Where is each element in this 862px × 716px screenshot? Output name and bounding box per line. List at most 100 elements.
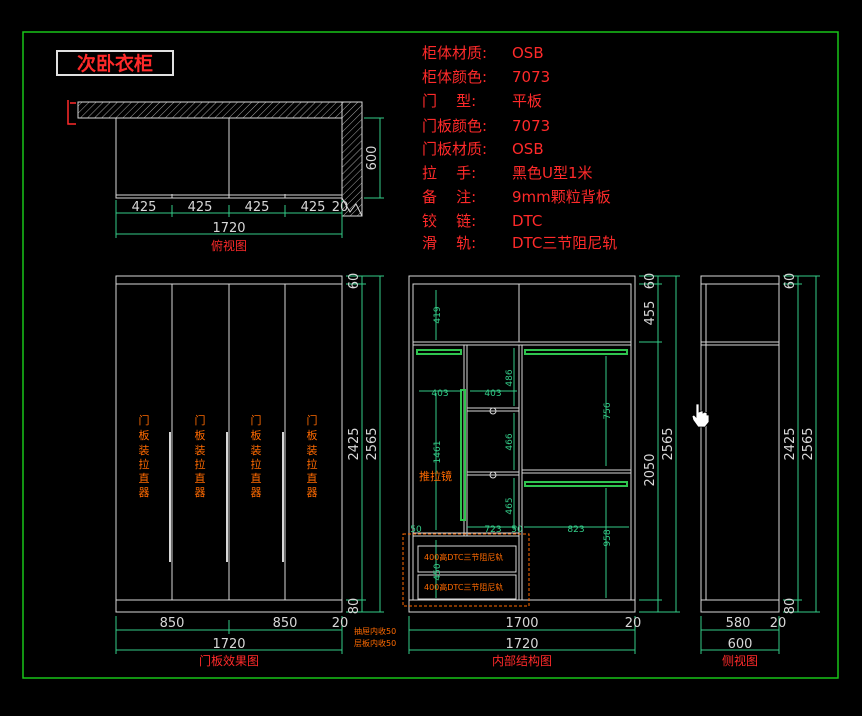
door-char: 拉 (251, 457, 262, 471)
spec-label: 门 型: (422, 92, 476, 110)
door-char: 直 (307, 471, 318, 485)
hand-cursor-icon (691, 403, 710, 428)
door-char: 门 (251, 413, 262, 427)
door-char: 拉 (139, 457, 150, 471)
door-char: 器 (251, 486, 262, 499)
spec-label: 铰 链: (422, 212, 476, 230)
dim-label: 2565 (801, 427, 816, 460)
door-view-dim-text: 850 850 20 1720 60 2425 2565 80 门板效果图 (160, 273, 380, 668)
door-char: 器 (139, 486, 150, 499)
top-view (67, 100, 363, 217)
view-caption: 俯视图 (211, 238, 247, 253)
dim-label: 2565 (661, 427, 676, 460)
dim-label: 20 (770, 616, 787, 631)
interior-view (408, 275, 636, 613)
drawer-rail-label: 400高DTC三节阻尼轨 (424, 582, 503, 592)
dim-label: 958 (603, 529, 613, 546)
top-view-dim-text: 425 425 425 425 20 1720 600 俯视图 (132, 146, 380, 253)
spec-label: 门板颜色: (422, 117, 487, 135)
dim-label: 465 (505, 497, 515, 514)
top-view-dims (115, 117, 384, 238)
door-char: 板 (251, 428, 262, 442)
side-view (700, 275, 780, 613)
dim-label: 60 (643, 273, 658, 290)
spec-value: DTC (512, 212, 542, 230)
dim-label: 20 (625, 616, 642, 631)
dim-label: 403 (484, 389, 501, 399)
dim-label: 1461 (433, 441, 443, 464)
door-text: 门 板 装 拉 直 器 门 板 装 拉 直 器 门 板 装 拉 直 器 门 板 … (139, 413, 318, 499)
spec-label: 备 注: (422, 188, 476, 206)
view-caption: 侧视图 (722, 653, 758, 668)
dim-label: 600 (728, 637, 753, 652)
dim-label: 850 (160, 616, 185, 631)
dim-label: 50 (410, 525, 422, 535)
door-char: 直 (251, 471, 262, 485)
door-char: 板 (307, 428, 318, 442)
dim-label: 80 (783, 598, 798, 615)
dim-label: 1700 (505, 616, 538, 631)
dim-label: 20 (332, 616, 349, 631)
spec-value: OSB (512, 140, 544, 158)
door-char: 直 (139, 471, 150, 485)
dim-label: 80 (347, 598, 362, 615)
dim-label: 850 (273, 616, 298, 631)
dim-label: 60 (347, 273, 362, 290)
dim-label: 2425 (347, 427, 362, 460)
dim-label: 600 (365, 146, 380, 171)
spec-label: 柜体颜色: (422, 68, 487, 86)
door-char: 装 (139, 444, 150, 457)
mirror-label: 推拉镜 (419, 469, 452, 483)
spec-value: 7073 (512, 117, 550, 135)
drawer-rail-label: 400高DTC三节阻尼轨 (424, 552, 503, 562)
door-char: 装 (307, 444, 318, 457)
dim-label: 1720 (505, 637, 538, 652)
door-char: 拉 (195, 457, 206, 471)
dim-label: 723 (484, 525, 501, 535)
spec-value: 平板 (512, 92, 542, 110)
spec-value: 9mm颗粒背板 (512, 188, 611, 206)
door-char: 器 (195, 486, 206, 499)
top-wall-hatch (77, 101, 343, 119)
dim-label: 1720 (212, 221, 245, 236)
drawer-highlight (402, 533, 530, 607)
door-char: 门 (139, 413, 150, 427)
door-char: 装 (195, 444, 206, 457)
spec-label: 柜体材质: (422, 44, 487, 62)
dim-label: 2050 (643, 453, 658, 486)
drawing-title: 次卧衣柜 (77, 52, 153, 75)
interior-dim-text-large: 60 455 2050 2565 1700 1720 20 内部结构图 (492, 273, 676, 668)
dim-label: 50 (511, 525, 523, 535)
dim-label: 425 (132, 200, 157, 215)
title-box (56, 50, 174, 76)
view-caption: 内部结构图 (492, 653, 552, 668)
note-label: 抽屉内收50 (354, 626, 396, 636)
dim-label: 419 (433, 306, 443, 323)
door-view (115, 275, 343, 613)
side-view-dims (700, 275, 820, 654)
door-view-dims (115, 275, 384, 654)
dim-label: 425 (188, 200, 213, 215)
dim-label: 403 (431, 389, 448, 399)
door-char: 装 (251, 444, 262, 457)
door-char: 门 (195, 413, 206, 427)
dim-label: 466 (505, 433, 515, 450)
dim-label: 450 (433, 563, 443, 580)
spec-label: 滑 轨: (422, 234, 476, 252)
note-label: 层板内收50 (354, 638, 396, 648)
dim-label: 20 (332, 200, 349, 215)
interior-dim-text: 419 403 403 486 756 466 465 1461 723 823… (410, 306, 613, 580)
interior-dims (408, 275, 680, 654)
spec-label: 门板材质: (422, 140, 487, 158)
dim-label: 2565 (365, 427, 380, 460)
spec-label: 拉 手: (422, 164, 476, 182)
spec-value: 黑色U型1米 (512, 164, 593, 182)
spec-list: 柜体材质:OSB 柜体颜色:7073 门 型:平板 门板颜色:7073 门板材质… (422, 44, 617, 252)
interior-labels: 推拉镜 400高DTC三节阻尼轨 400高DTC三节阻尼轨 抽屉内收50 层板内… (354, 469, 503, 648)
dim-label: 486 (505, 369, 515, 386)
dim-label: 1720 (212, 637, 245, 652)
dim-label: 60 (783, 273, 798, 290)
door-char: 板 (195, 428, 206, 442)
spec-value: DTC三节阻尼轨 (512, 234, 617, 252)
